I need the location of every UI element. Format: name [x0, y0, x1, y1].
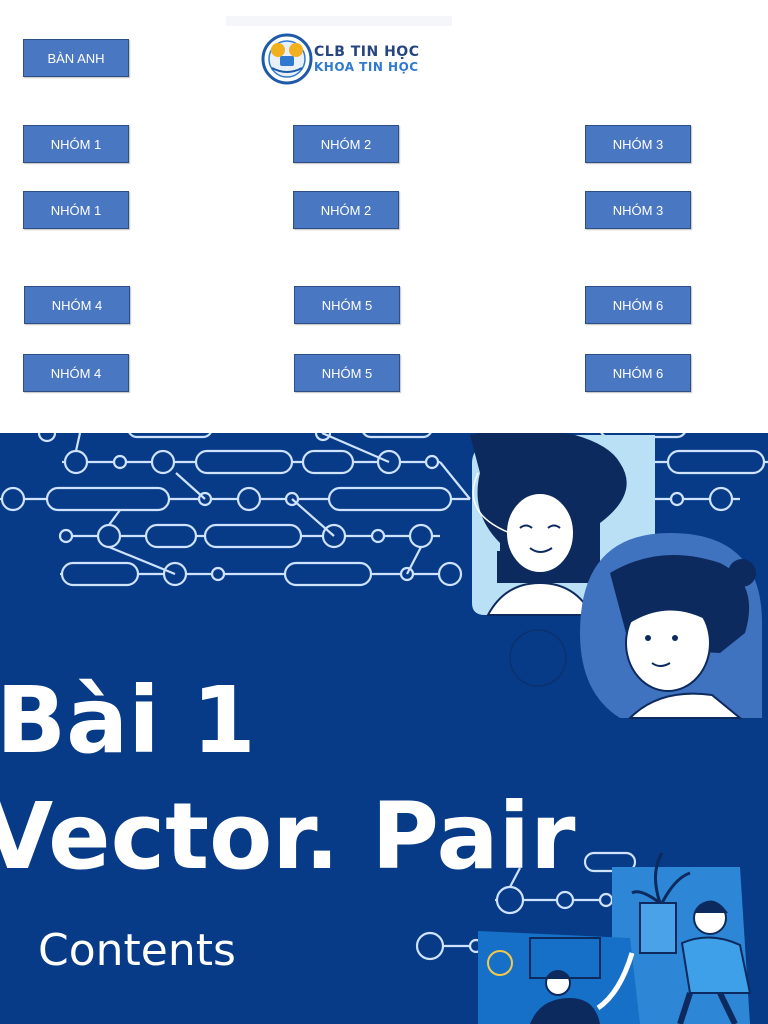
club-logo: CLB TIN HỌC KHOA TIN HỌC [226, 16, 452, 88]
group-6-button[interactable]: NHÓM 6 [585, 286, 691, 324]
group-1-button-2[interactable]: NHÓM 1 [23, 191, 129, 229]
group-4-button-2[interactable]: NHÓM 4 [23, 354, 129, 392]
group-5-button[interactable]: NHÓM 5 [294, 286, 400, 324]
group-2-button[interactable]: NHÓM 2 [293, 125, 399, 163]
logo-line2: KHOA TIN HỌC [314, 60, 419, 74]
slide-subtitle: Contents [38, 925, 236, 976]
group-1-button[interactable]: NHÓM 1 [23, 125, 129, 163]
ban-anh-button[interactable]: BÀN ANH [23, 39, 129, 77]
logo-line1: CLB TIN HỌC [314, 44, 420, 60]
group-4-button[interactable]: NHÓM 4 [24, 286, 130, 324]
group-3-button[interactable]: NHÓM 3 [585, 125, 691, 163]
slide-title-line1: Bài 1 [0, 667, 256, 774]
title-slide: Bài 1 Vector. Pair Contents [0, 433, 768, 1024]
people-workspace-illustration [478, 852, 752, 1024]
group-selection-panel: BÀN ANH CLB TIN HỌC KHOA TIN HỌC NHÓM 1 … [0, 0, 768, 433]
group-2-button-2[interactable]: NHÓM 2 [293, 191, 399, 229]
club-logo-icon [226, 16, 452, 85]
girl-avatar-icon [509, 533, 762, 719]
group-5-button-2[interactable]: NHÓM 5 [294, 354, 400, 392]
slide-title-line2: Vector. Pair [0, 783, 576, 890]
group-3-button-2[interactable]: NHÓM 3 [585, 191, 691, 229]
circuit-decoration [0, 433, 768, 1024]
group-6-button-2[interactable]: NHÓM 6 [585, 354, 691, 392]
